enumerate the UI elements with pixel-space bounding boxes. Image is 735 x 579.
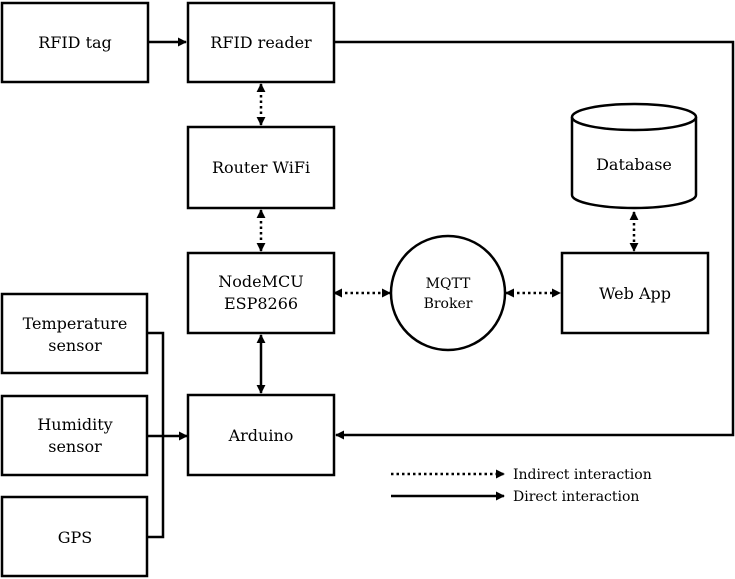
mqtt-label-line1: MQTT bbox=[426, 276, 471, 292]
temperature-label-line2: sensor bbox=[48, 336, 102, 355]
database-node: Database bbox=[570, 102, 698, 210]
humidity-label-line1: Humidity bbox=[37, 415, 112, 434]
legend-direct-label: Direct interaction bbox=[513, 489, 639, 505]
rfid-reader-node: RFID reader bbox=[186, 1, 336, 84]
rfid-tag-label: RFID tag bbox=[38, 33, 112, 52]
humidity-sensor-node: Humidity sensor bbox=[0, 394, 149, 477]
nodemcu-label-line1: NodeMCU bbox=[218, 272, 303, 291]
web-app-node: Web App bbox=[560, 251, 710, 335]
database-label: Database bbox=[596, 155, 672, 174]
temperature-sensor-node: Temperature sensor bbox=[0, 292, 149, 375]
legend-indirect-label: Indirect interaction bbox=[513, 467, 652, 483]
connections bbox=[147, 37, 735, 539]
arduino-label: Arduino bbox=[228, 426, 294, 445]
gps-label: GPS bbox=[58, 528, 93, 547]
humidity-label-line2: sensor bbox=[48, 437, 102, 456]
temperature-label-line1: Temperature bbox=[23, 314, 128, 333]
nodemcu-label-line2: ESP8266 bbox=[224, 294, 298, 313]
rfid-tag-node: RFID tag bbox=[0, 1, 150, 84]
mqtt-broker-node: MQTT Broker bbox=[389, 234, 507, 352]
rfid-reader-label: RFID reader bbox=[210, 33, 312, 52]
nodemcu-node: NodeMCU ESP8266 bbox=[186, 251, 336, 335]
web-app-label: Web App bbox=[599, 284, 671, 303]
mqtt-label-line2: Broker bbox=[424, 296, 473, 312]
edge-rfid-reader-to-arduino bbox=[334, 40, 735, 440]
arduino-node: Arduino bbox=[186, 393, 336, 477]
router-wifi-node: Router WiFi bbox=[186, 125, 336, 210]
gps-node: GPS bbox=[0, 495, 149, 578]
router-wifi-label: Router WiFi bbox=[212, 158, 310, 177]
legend: Indirect interaction Direct interaction bbox=[391, 467, 652, 505]
